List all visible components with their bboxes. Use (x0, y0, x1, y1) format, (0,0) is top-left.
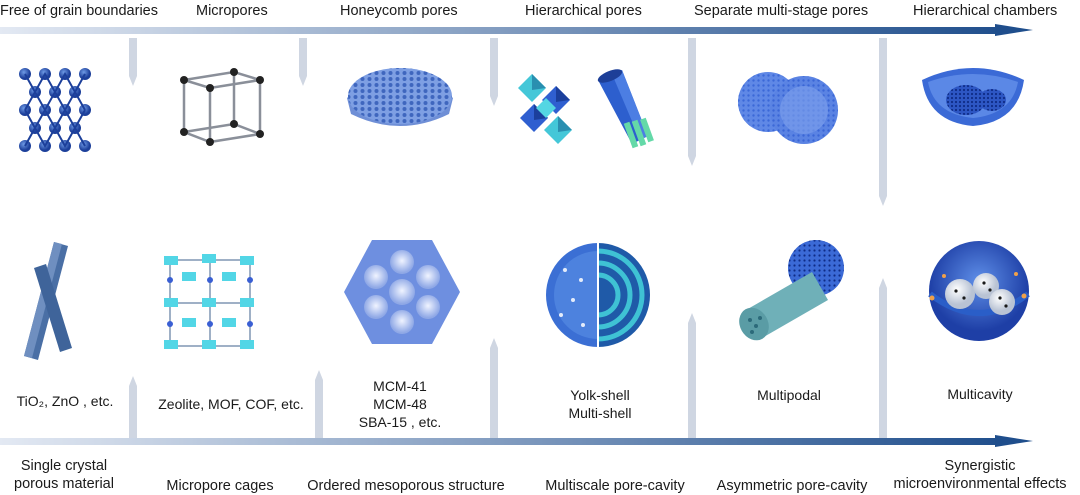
divider-top-5 (879, 38, 887, 206)
example-multipodal: Multipodal (757, 387, 821, 403)
label-ordered-mesoporous: Ordered mesoporous structure (307, 478, 505, 494)
label-single-crystal-line1: Single crystal (20, 458, 108, 474)
divider-top-1 (129, 38, 137, 86)
label-asymmetric: Asymmetric pore-cavity (716, 478, 868, 494)
title-separate-multistage: Separate multi-stage pores (694, 3, 869, 19)
hierarchical-chamber-icon (922, 68, 1024, 126)
octahedra-cluster-icon (518, 74, 572, 144)
crystal-lattice-icon (19, 68, 91, 152)
label-single-crystal-line2: porous material (14, 476, 114, 492)
label-single-crystal: Single crystal porous material (0, 457, 128, 493)
divider-top-3 (490, 38, 498, 106)
example-single-crystal: TiO₂, ZnO , etc. (16, 393, 114, 409)
example-mesoporous-line1: MCM-41 (373, 378, 427, 394)
title-micropores: Micropores (196, 3, 268, 19)
crossed-crystal-rods-icon (24, 242, 72, 360)
twin-porous-spheres-icon (738, 72, 838, 144)
example-mesoporous: MCM-41 MCM-48 SBA-15 , etc. (340, 377, 460, 431)
example-yolk-shell-line1: Yolk-shell (570, 387, 630, 403)
example-yolk-shell-line2: Multi-shell (568, 405, 632, 421)
divider-bottom-5 (879, 278, 887, 438)
label-synergistic-line1: Synergistic (944, 458, 1016, 474)
mof-cage-icon (164, 254, 254, 349)
divider-bottom-2 (315, 370, 323, 438)
multipodal-particle-icon (739, 240, 844, 341)
divider-top-2 (299, 38, 307, 86)
title-honeycomb: Honeycomb pores (340, 3, 458, 19)
example-yolk-shell: Yolk-shell Multi-shell (540, 386, 660, 422)
divider-bottom-4 (688, 313, 696, 438)
bottom-progress-arrow (0, 435, 1040, 447)
divider-bottom-3 (490, 338, 498, 438)
divider-top-4 (688, 38, 696, 166)
hexagonal-mesopore-icon (344, 240, 460, 344)
title-free-grain: Free of grain boundaries (0, 3, 158, 19)
title-hierarchical-chambers: Hierarchical chambers (913, 3, 1058, 19)
example-micropore: Zeolite, MOF, COF, etc. (158, 396, 304, 412)
example-multicavity: Multicavity (947, 386, 1013, 402)
nanotube-bundle-icon (597, 69, 654, 149)
label-micropore-cages: Micropore cages (166, 478, 274, 494)
label-multiscale: Multiscale pore-cavity (545, 478, 685, 494)
top-progress-arrow (0, 24, 1040, 36)
example-mesoporous-line2: MCM-48 (373, 396, 427, 412)
label-synergistic: Synergistic microenvironmental effects (882, 457, 1078, 493)
divider-bottom-1 (129, 376, 137, 438)
title-hierarchical-pores: Hierarchical pores (525, 3, 642, 19)
honeycomb-disc-icon (347, 68, 453, 126)
example-mesoporous-line3: SBA-15 , etc. (358, 414, 442, 430)
micropore-cube-icon (180, 68, 264, 146)
label-synergistic-line2: microenvironmental effects (893, 476, 1067, 492)
multicavity-sphere-icon (928, 241, 1030, 341)
top-arrow-head (995, 24, 1033, 36)
yolk-shell-sphere-icon (546, 243, 650, 347)
bottom-arrow-head (995, 435, 1033, 447)
